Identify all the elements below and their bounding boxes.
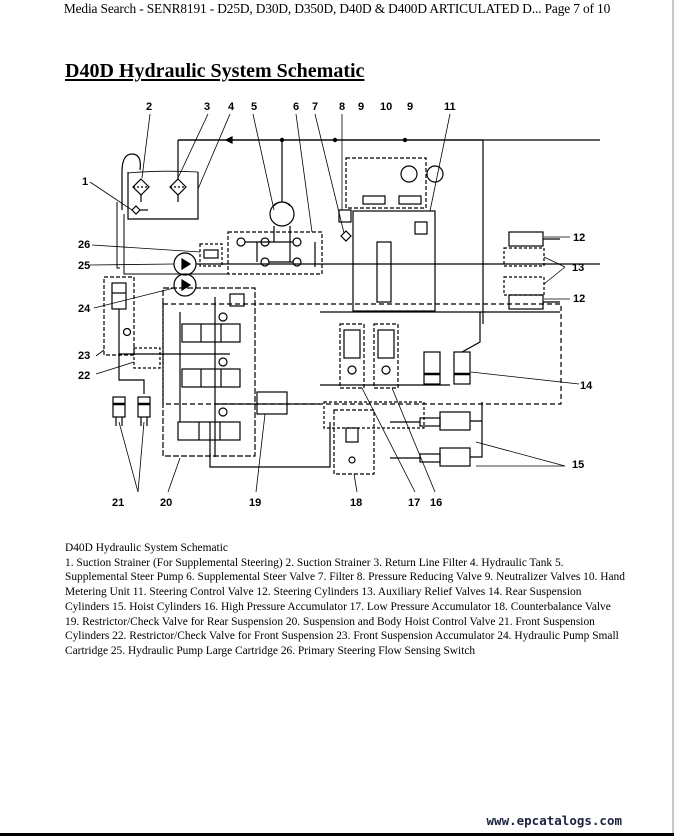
callout-21: 21 (112, 497, 124, 509)
flow-sensing-switch (199, 243, 223, 267)
callout-13: 13 (572, 262, 584, 274)
callout-6: 6 (293, 101, 299, 113)
callout-2: 2 (146, 101, 152, 113)
filter (340, 230, 352, 242)
callout-7: 7 (312, 101, 318, 113)
restrictor-check-valve-rear (256, 391, 288, 415)
callout-14: 14 (580, 380, 593, 392)
hydraulic-tank (121, 153, 199, 220)
callout-10: 10 (380, 101, 392, 113)
callout-19: 19 (249, 497, 261, 509)
pressure-reducing-valve (338, 209, 352, 223)
suction-strainer-2 (132, 178, 150, 202)
caption-legend-text: 1. Suction Strainer (For Supplemental St… (65, 556, 625, 657)
suction-strainer-1 (131, 205, 148, 215)
callout-5: 5 (251, 101, 257, 113)
hydraulic-pump-small-cartridge (173, 273, 197, 297)
callout-17: 17 (408, 497, 420, 509)
front-suspension-cylinders (112, 372, 151, 426)
caption-title: D40D Hydraulic System Schematic (65, 542, 228, 554)
steering-cylinders (508, 231, 560, 310)
callout-25: 25 (78, 260, 90, 272)
callout-4: 4 (228, 101, 235, 113)
callout-9a: 9 (358, 101, 364, 113)
callout-1: 1 (82, 176, 88, 188)
callout-22: 22 (78, 370, 90, 382)
document-title: D40D Hydraulic System Schematic (65, 60, 365, 82)
rear-suspension-cylinders (423, 312, 481, 385)
callout-15: 15 (572, 459, 584, 471)
callout-20: 20 (160, 497, 172, 509)
callout-26: 26 (78, 239, 90, 251)
callout-9b: 9 (407, 101, 413, 113)
low-pressure-accumulator (339, 323, 365, 389)
callout-16: 16 (430, 497, 442, 509)
hydraulic-schematic-diagram: 2 3 4 5 6 7 8 9 10 9 11 1 26 25 24 23 22… (60, 92, 674, 522)
front-suspension-accumulator (103, 276, 135, 372)
callout-12b: 12 (573, 293, 585, 305)
callout-18: 18 (350, 497, 362, 509)
figure-caption: D40D Hydraulic System Schematic 1. Sucti… (65, 541, 625, 659)
page-header: Media Search - SENR8191 - D25D, D30D, D3… (63, 1, 611, 16)
counterbalance-valve (323, 401, 425, 475)
steering-control-valve (352, 210, 436, 312)
callout-24: 24 (78, 303, 91, 315)
supplemental-steer-pump (269, 140, 295, 227)
suspension-and-hoist-control-valve (162, 287, 256, 457)
callout-12a: 12 (573, 232, 585, 244)
watermark-url: www.epcatalogs.com (486, 813, 622, 828)
callout-11: 11 (444, 101, 456, 113)
hand-metering-unit (345, 157, 444, 209)
auxiliary-relief-valves (503, 247, 545, 296)
restrictor-check-valve-front (133, 347, 161, 369)
callout-8: 8 (339, 101, 345, 113)
callout-3: 3 (204, 101, 210, 113)
hoist-cylinders (390, 402, 483, 467)
supplemental-steer-valve (227, 226, 323, 275)
return-line-filter-3 (169, 140, 187, 202)
page-bottom-border (0, 833, 674, 836)
page-right-edge (672, 0, 674, 836)
neutralizer-valves (362, 195, 422, 205)
callout-23: 23 (78, 350, 90, 362)
hydraulic-pump-large-cartridge (173, 252, 197, 276)
high-pressure-accumulator (373, 323, 399, 389)
